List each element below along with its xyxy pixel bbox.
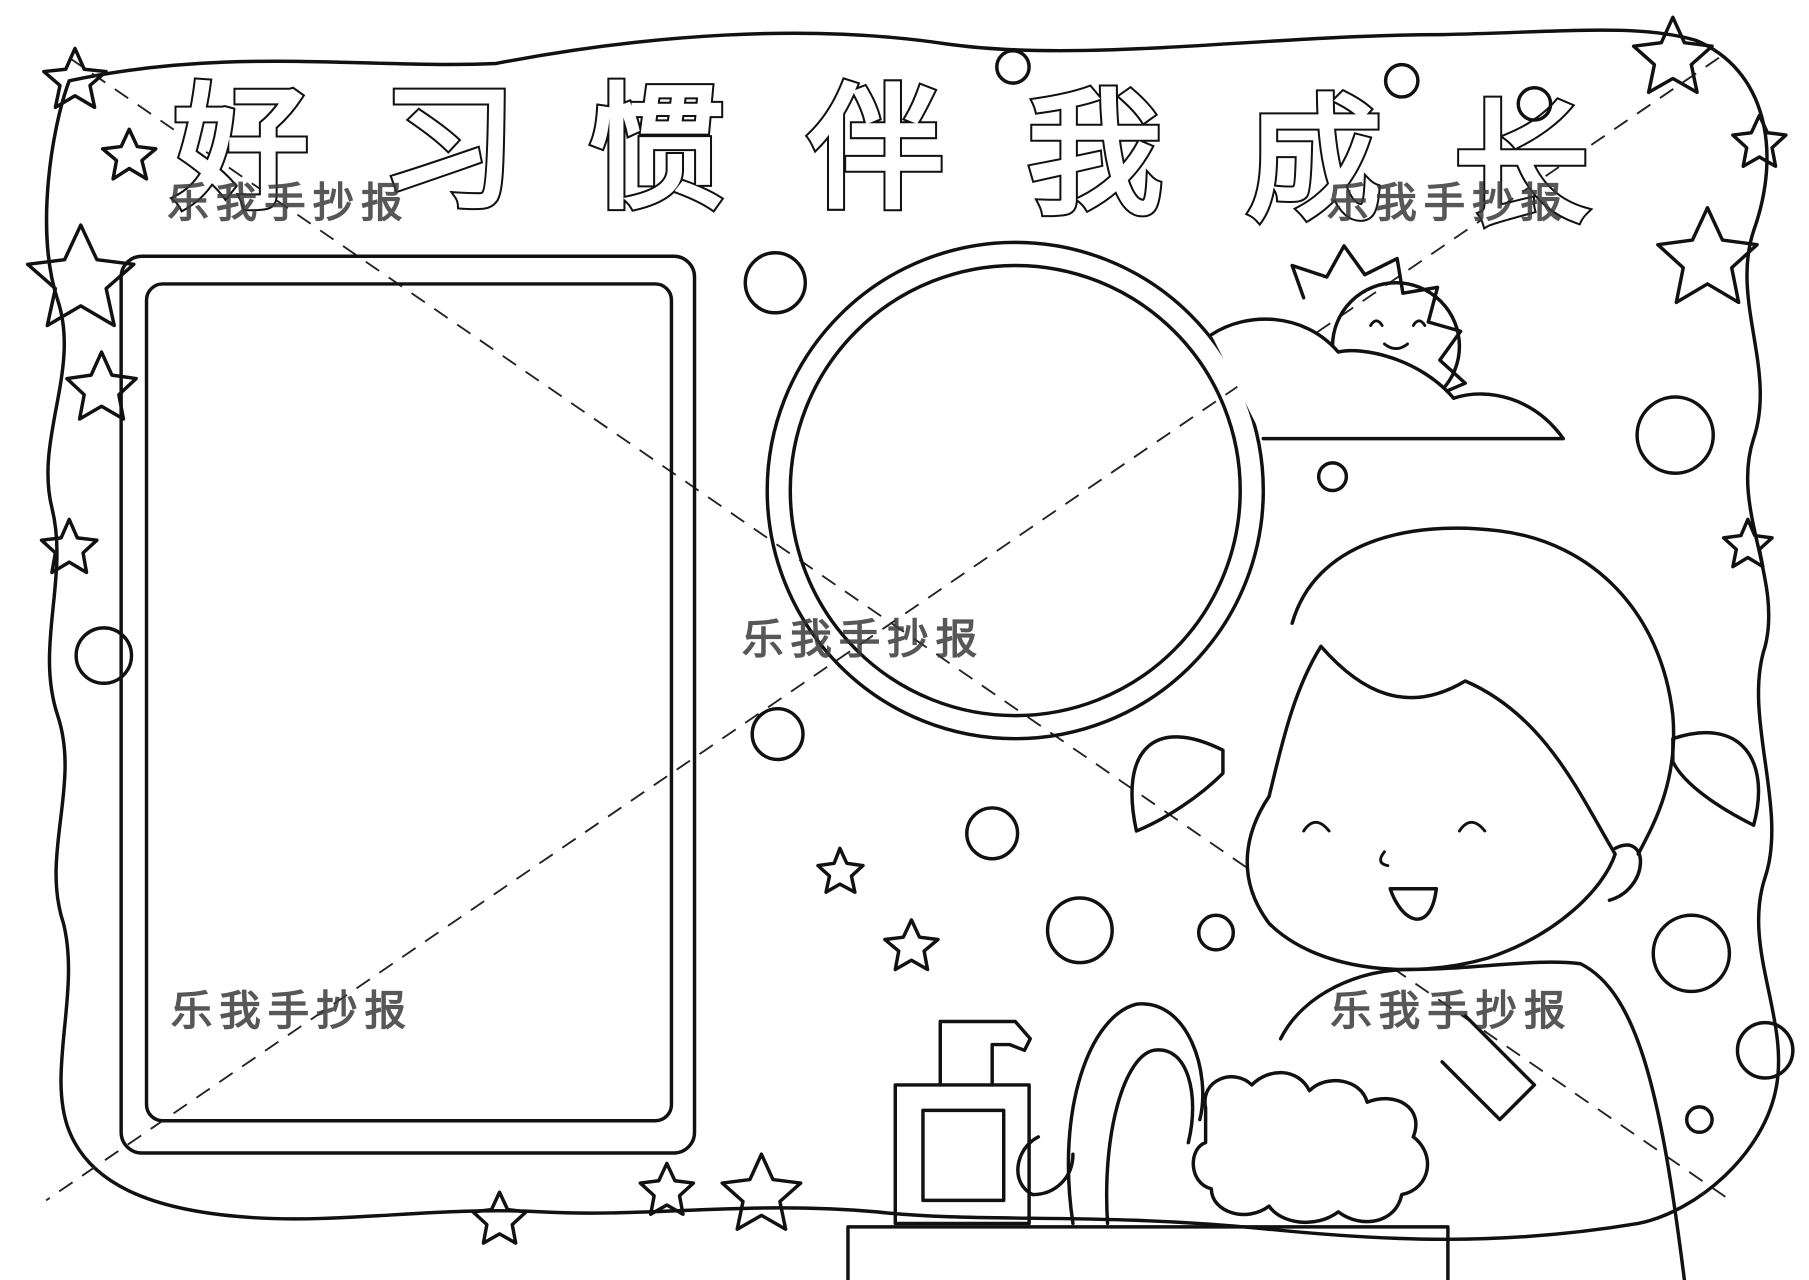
title-char-3: 惯 [588,71,724,229]
title-char-2: 习 [381,71,517,229]
watermark-text: 乐我手抄报 [1330,986,1572,1035]
title-char-5: 我 [1027,77,1163,235]
title-bubble-icon [1516,85,1553,122]
poster-title: 好 习 惯 伴 我 成 长 [170,49,1592,249]
soap-foam-hands [1016,1070,1430,1225]
wavy-border [44,28,1781,1242]
soap-dispenser-icon [893,1019,1032,1226]
watermarks: 乐我手抄报 乐我手抄报 乐我手抄报 乐我手抄报 乐我手抄报 [167,178,1572,1035]
title-char-4: 伴 [807,71,944,229]
bubble-icons [74,251,1795,1134]
circle-writing-frame[interactable] [765,240,1266,741]
girl-illustration [1130,526,1761,1280]
watermark-text: 乐我手抄报 [1327,178,1569,227]
title-char-1: 好 [172,71,309,229]
star-icons [25,15,1788,1245]
title-bubble-icon [1383,62,1420,99]
faucet-icon [1066,1002,1205,1226]
watermark-text: 乐我手抄报 [167,178,409,227]
title-char-6: 成 [1246,83,1382,241]
title-bubble-icon [995,49,1031,85]
cloud-icon [1209,317,1565,441]
watermark-dashed-lines [45,56,1732,1202]
watermark-text: 乐我手抄报 [742,614,984,663]
watermark-text: 乐我手抄报 [171,986,413,1035]
sink-counter [846,1225,1450,1280]
rect-writing-frame[interactable] [119,254,697,1155]
